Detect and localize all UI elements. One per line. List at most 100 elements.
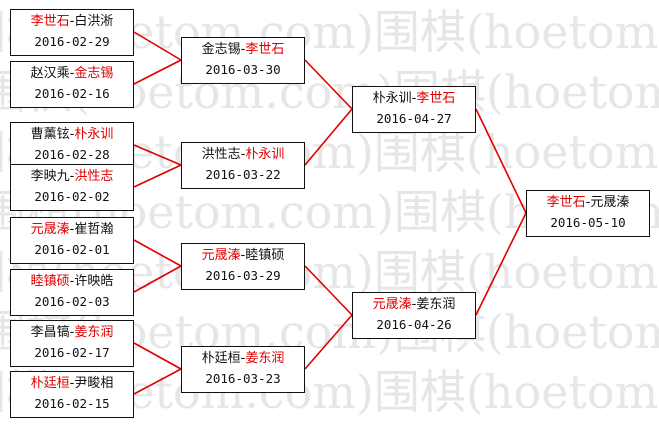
connector-r2m1 [304, 59, 353, 110]
connector-r1m2 [133, 59, 182, 85]
match-box-r1m4: 李映九-洪性志 2016-02-02 [10, 163, 134, 211]
match-players: 元晟溱-姜东润 [353, 295, 475, 315]
match-box-r2m4: 朴廷桓-姜东润 2016-03-23 [181, 345, 305, 393]
match-players: 李世石-元晟溱 [527, 193, 649, 213]
match-date: 2016-05-10 [550, 215, 626, 230]
player-b-name: 姜东润 [245, 351, 285, 366]
match-box-r2m3: 元晟溱-睦镇硕 2016-03-29 [181, 242, 305, 290]
player-separator: - [240, 147, 246, 162]
connector-r1m5 [133, 239, 182, 267]
player-a-name: 李映九 [30, 169, 70, 184]
match-players: 李世石-白洪淅 [11, 12, 133, 32]
match-players: 朴永训-李世石 [353, 89, 475, 109]
match-players: 洪性志-朴永训 [182, 145, 304, 165]
player-b-name: 白洪淅 [74, 14, 114, 29]
player-b-name: 睦镇硕 [245, 248, 285, 263]
player-b-name: 李世石 [245, 42, 285, 57]
match-players: 睦镇硕-许映皓 [11, 272, 133, 292]
match-date: 2016-03-22 [205, 167, 281, 182]
match-box-r1m6: 睦镇硕-许映皓 2016-02-03 [10, 268, 134, 316]
match-players: 曹薰铉-朴永训 [11, 125, 133, 145]
match-players: 朴廷桓-姜东润 [182, 349, 304, 369]
match-players: 朴廷桓-尹畯相 [11, 374, 133, 394]
player-separator: - [240, 42, 246, 57]
match-date: 2016-02-01 [34, 242, 110, 257]
match-date: 2016-03-23 [205, 371, 281, 386]
player-separator: - [69, 169, 75, 184]
match-date: 2016-02-15 [34, 396, 110, 411]
player-b-name: 洪性志 [74, 169, 114, 184]
match-box-r3m1: 朴永训-李世石 2016-04-27 [352, 85, 476, 133]
player-separator: - [411, 91, 417, 106]
player-separator: - [411, 297, 417, 312]
match-date: 2016-03-29 [205, 268, 281, 283]
player-b-name: 崔哲瀚 [74, 222, 114, 237]
connector-r3m2 [475, 212, 527, 316]
player-separator: - [240, 248, 246, 263]
match-box-r1m2: 赵汉乘-金志锡 2016-02-16 [10, 60, 134, 108]
match-players: 元晟溱-睦镇硕 [182, 246, 304, 266]
match-box-r2m2: 洪性志-朴永训 2016-03-22 [181, 141, 305, 189]
player-separator: - [69, 66, 75, 81]
player-a-name: 朴廷桓 [201, 351, 241, 366]
player-a-name: 元晟溱 [201, 248, 241, 263]
match-players: 金志锡-李世石 [182, 40, 304, 60]
player-a-name: 李世石 [546, 195, 586, 210]
player-separator: - [240, 351, 246, 366]
player-b-name: 元晟溱 [590, 195, 630, 210]
connector-r1m7 [133, 342, 182, 370]
connector-r1m1 [133, 31, 182, 61]
connector-r1m3 [133, 144, 182, 166]
connector-r1m6 [133, 265, 182, 293]
connector-r1m8 [133, 368, 182, 395]
player-separator: - [69, 274, 75, 289]
player-separator: - [69, 222, 75, 237]
player-a-name: 睦镇硕 [30, 274, 70, 289]
player-b-name: 朴永训 [74, 127, 114, 142]
connector-r3m1 [475, 108, 527, 214]
player-a-name: 朴永训 [372, 91, 412, 106]
match-box-r1m8: 朴廷桓-尹畯相 2016-02-15 [10, 370, 134, 418]
match-date: 2016-02-03 [34, 294, 110, 309]
player-b-name: 许映皓 [74, 274, 114, 289]
player-separator: - [69, 376, 75, 391]
match-players: 李映九-洪性志 [11, 167, 133, 187]
match-date: 2016-04-27 [376, 111, 452, 126]
player-separator: - [69, 14, 75, 29]
player-separator: - [585, 195, 591, 210]
match-box-r2m1: 金志锡-李世石 2016-03-30 [181, 36, 305, 84]
match-players: 赵汉乘-金志锡 [11, 64, 133, 84]
match-date: 2016-02-02 [34, 189, 110, 204]
player-a-name: 元晟溱 [372, 297, 412, 312]
player-a-name: 李世石 [30, 14, 70, 29]
player-a-name: 朴廷桓 [30, 376, 70, 391]
player-b-name: 姜东润 [74, 325, 114, 340]
player-b-name: 姜东润 [416, 297, 456, 312]
player-a-name: 曹薰铉 [30, 127, 70, 142]
connector-r1m4 [133, 164, 182, 188]
match-date: 2016-02-16 [34, 86, 110, 101]
match-players: 李昌镐-姜东润 [11, 323, 133, 343]
match-box-r1m5: 元晟溱-崔哲瀚 2016-02-01 [10, 216, 134, 264]
player-separator: - [69, 127, 75, 142]
player-a-name: 赵汉乘 [30, 66, 70, 81]
player-separator: - [69, 325, 75, 340]
connector-r2m4 [304, 314, 353, 370]
connector-r2m2 [304, 108, 353, 166]
connector-r2m3 [304, 265, 353, 316]
match-box-r4m1: 李世石-元晟溱 2016-05-10 [526, 189, 650, 237]
player-b-name: 尹畯相 [74, 376, 114, 391]
player-a-name: 李昌镐 [30, 325, 70, 340]
player-a-name: 洪性志 [201, 147, 241, 162]
player-a-name: 金志锡 [201, 42, 241, 57]
player-a-name: 元晟溱 [30, 222, 70, 237]
match-date: 2016-03-30 [205, 62, 281, 77]
player-b-name: 朴永训 [245, 147, 285, 162]
player-b-name: 金志锡 [74, 66, 114, 81]
